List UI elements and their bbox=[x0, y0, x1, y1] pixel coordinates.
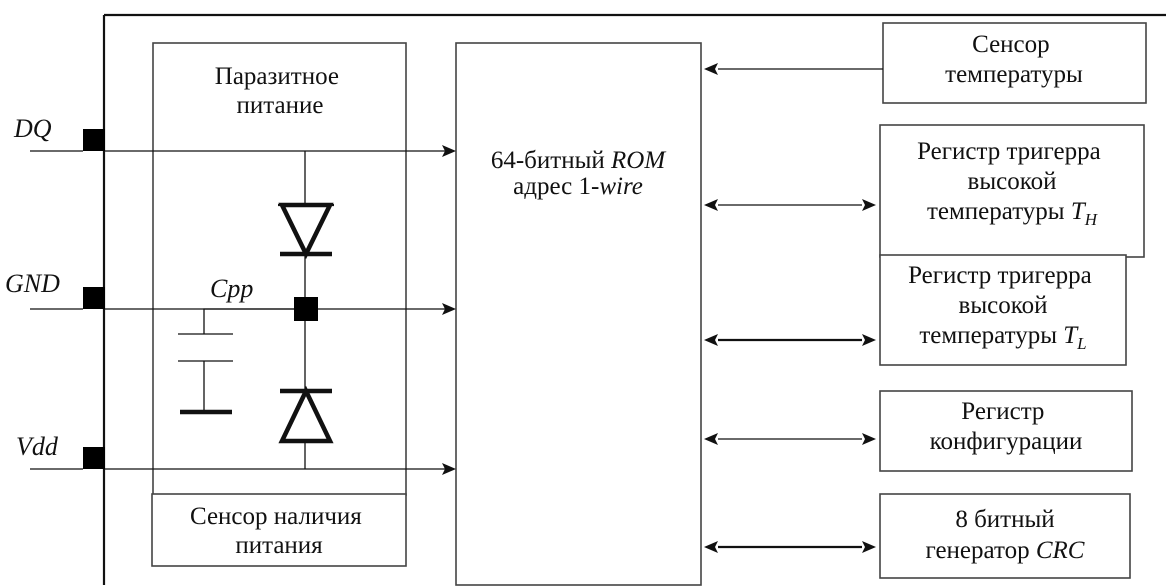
lower-diode-icon bbox=[278, 385, 334, 444]
tl-register-label-line3: температуры TL bbox=[919, 322, 1086, 353]
power-sensor-block bbox=[151, 493, 407, 567]
config-arrowhead-left bbox=[704, 433, 718, 445]
crc-arrowhead-right bbox=[862, 541, 876, 553]
dq-arrowhead bbox=[442, 145, 456, 157]
pin-dq-square bbox=[83, 129, 105, 151]
power-sensor-label: Сенсор наличия питания bbox=[190, 503, 368, 559]
parasitic-power-label: Паразитное питание bbox=[215, 63, 345, 119]
tl-arrowhead-right bbox=[862, 334, 876, 346]
rom-label-line1: 64-битный ROM bbox=[491, 147, 666, 174]
gnd-arrowhead bbox=[442, 303, 456, 315]
junction-node bbox=[294, 297, 318, 321]
tl-register-label: Регистр тригерра высокой bbox=[908, 262, 1098, 319]
th-arrowhead-left bbox=[704, 199, 718, 211]
config-register-label: Регистр конфигурации bbox=[930, 398, 1083, 455]
tl-register-block bbox=[879, 254, 1127, 366]
temp-sensor-arrowhead bbox=[704, 63, 718, 75]
pin-label-dq: DQ bbox=[13, 114, 52, 143]
crc-generator-block bbox=[879, 493, 1131, 579]
config-register-block bbox=[879, 390, 1133, 472]
capacitor-label: Cpp bbox=[210, 274, 253, 303]
config-arrowhead-right bbox=[862, 433, 876, 445]
th-arrowhead-right bbox=[862, 199, 876, 211]
pin-label-vdd: Vdd bbox=[16, 432, 59, 461]
rom-block bbox=[455, 42, 702, 586]
crc-generator-label-line2: генератор CRC bbox=[926, 537, 1085, 564]
tl-arrowhead-left bbox=[704, 334, 718, 346]
upper-diode-icon bbox=[278, 202, 334, 260]
th-register-label: Регистр тригерра высокой bbox=[917, 138, 1107, 195]
pin-vdd-square bbox=[83, 447, 105, 469]
pin-gnd-square bbox=[83, 287, 105, 309]
capacitor-lead bbox=[203, 308, 294, 334]
th-register-label-line3: температуры TH bbox=[927, 198, 1099, 229]
pin-label-gnd: GND bbox=[5, 269, 60, 298]
parasitic-power-block bbox=[152, 42, 407, 496]
crc-arrowhead-left bbox=[704, 541, 718, 553]
crc-generator-label-line1: 8 битный bbox=[955, 506, 1054, 533]
rom-label-line2: адрес 1-wire bbox=[513, 173, 643, 200]
temperature-sensor-label: Сенсор температуры bbox=[945, 31, 1083, 88]
vdd-arrowhead bbox=[442, 463, 456, 475]
temperature-sensor-block bbox=[882, 22, 1147, 104]
